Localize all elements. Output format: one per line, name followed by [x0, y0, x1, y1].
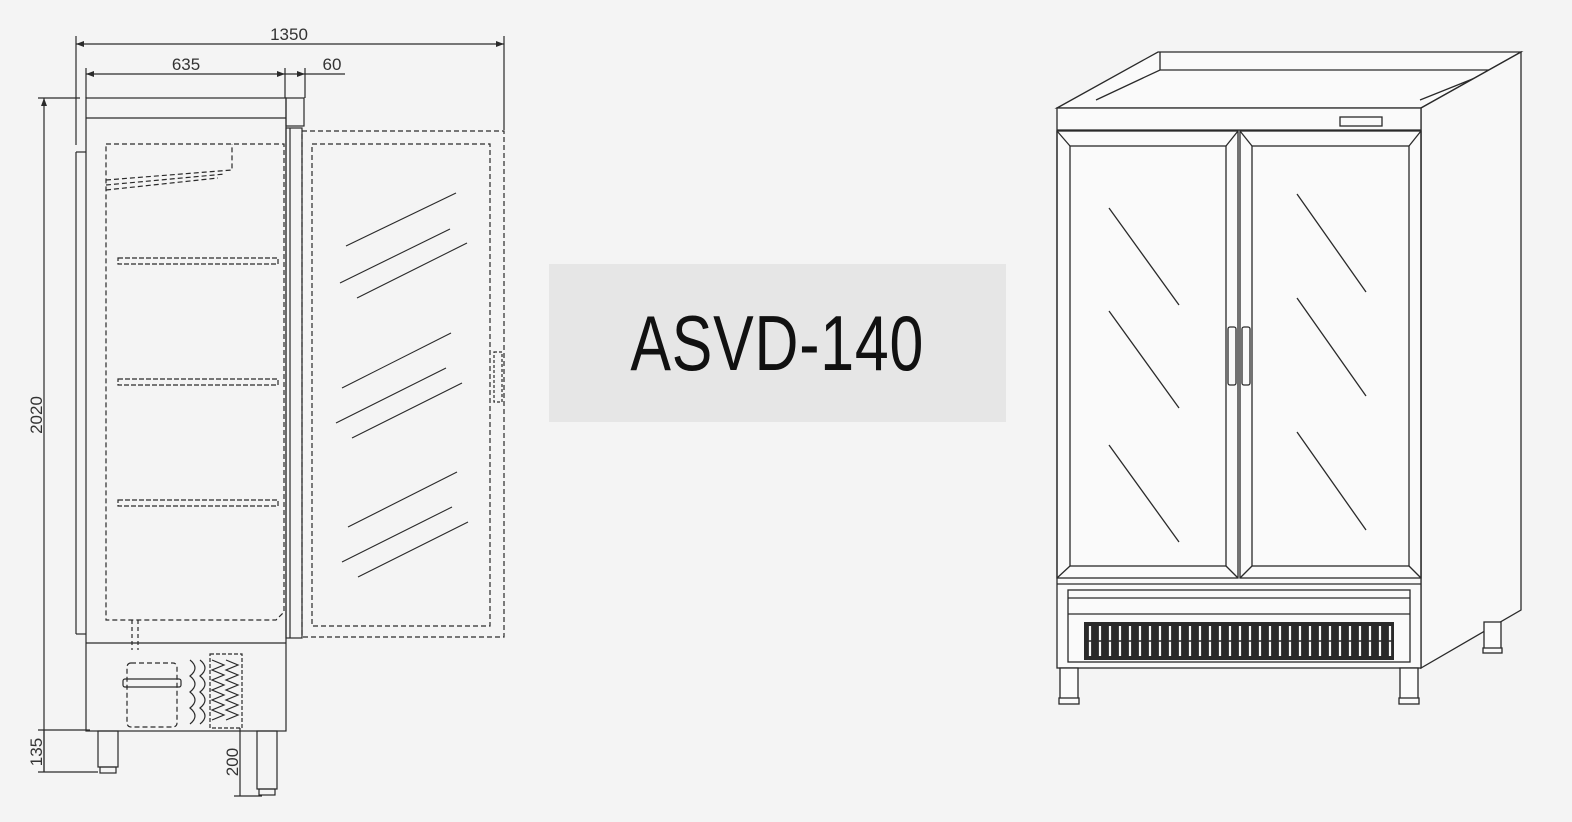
cabinet-body-outline [85, 97, 287, 732]
handle-right [1241, 326, 1251, 386]
dim-overall-width [75, 36, 505, 145]
shelves [117, 257, 279, 507]
dim-height [38, 97, 80, 772]
cabinet-side-panel [1420, 50, 1522, 670]
door-glass-reflections [335, 192, 469, 578]
door-left [1056, 130, 1239, 579]
perspective-drawing [1054, 50, 1524, 705]
dim-body-depth [85, 68, 286, 98]
condenser-grid [209, 653, 243, 729]
leg-right [256, 730, 278, 790]
handle-left [1227, 326, 1237, 386]
leg-front-left [1059, 667, 1079, 701]
model-title: ASVD-140 [630, 298, 925, 387]
open-door-outline [301, 130, 505, 638]
model-title-box: ASVD-140 [549, 264, 1006, 422]
dim-label-door-thickness: 60 [323, 55, 342, 74]
dim-label-body-depth: 635 [172, 55, 200, 74]
dim-base-height [234, 728, 262, 797]
dim-label-overall-width: 1350 [270, 25, 308, 44]
compressor [126, 662, 178, 728]
leg-back-right [1483, 621, 1502, 651]
control-display [1339, 116, 1383, 127]
interior-outline [105, 143, 285, 621]
side-view-drawing [38, 36, 505, 797]
dim-label-leg-height: 135 [27, 738, 46, 766]
dim-door-thickness [285, 68, 345, 98]
dim-leg-height [38, 729, 98, 773]
door-right [1239, 130, 1422, 579]
dim-label-base-height: 200 [223, 748, 242, 776]
leg-left [97, 730, 119, 768]
dim-label-height: 2020 [27, 396, 46, 434]
leg-front-right [1399, 667, 1419, 701]
